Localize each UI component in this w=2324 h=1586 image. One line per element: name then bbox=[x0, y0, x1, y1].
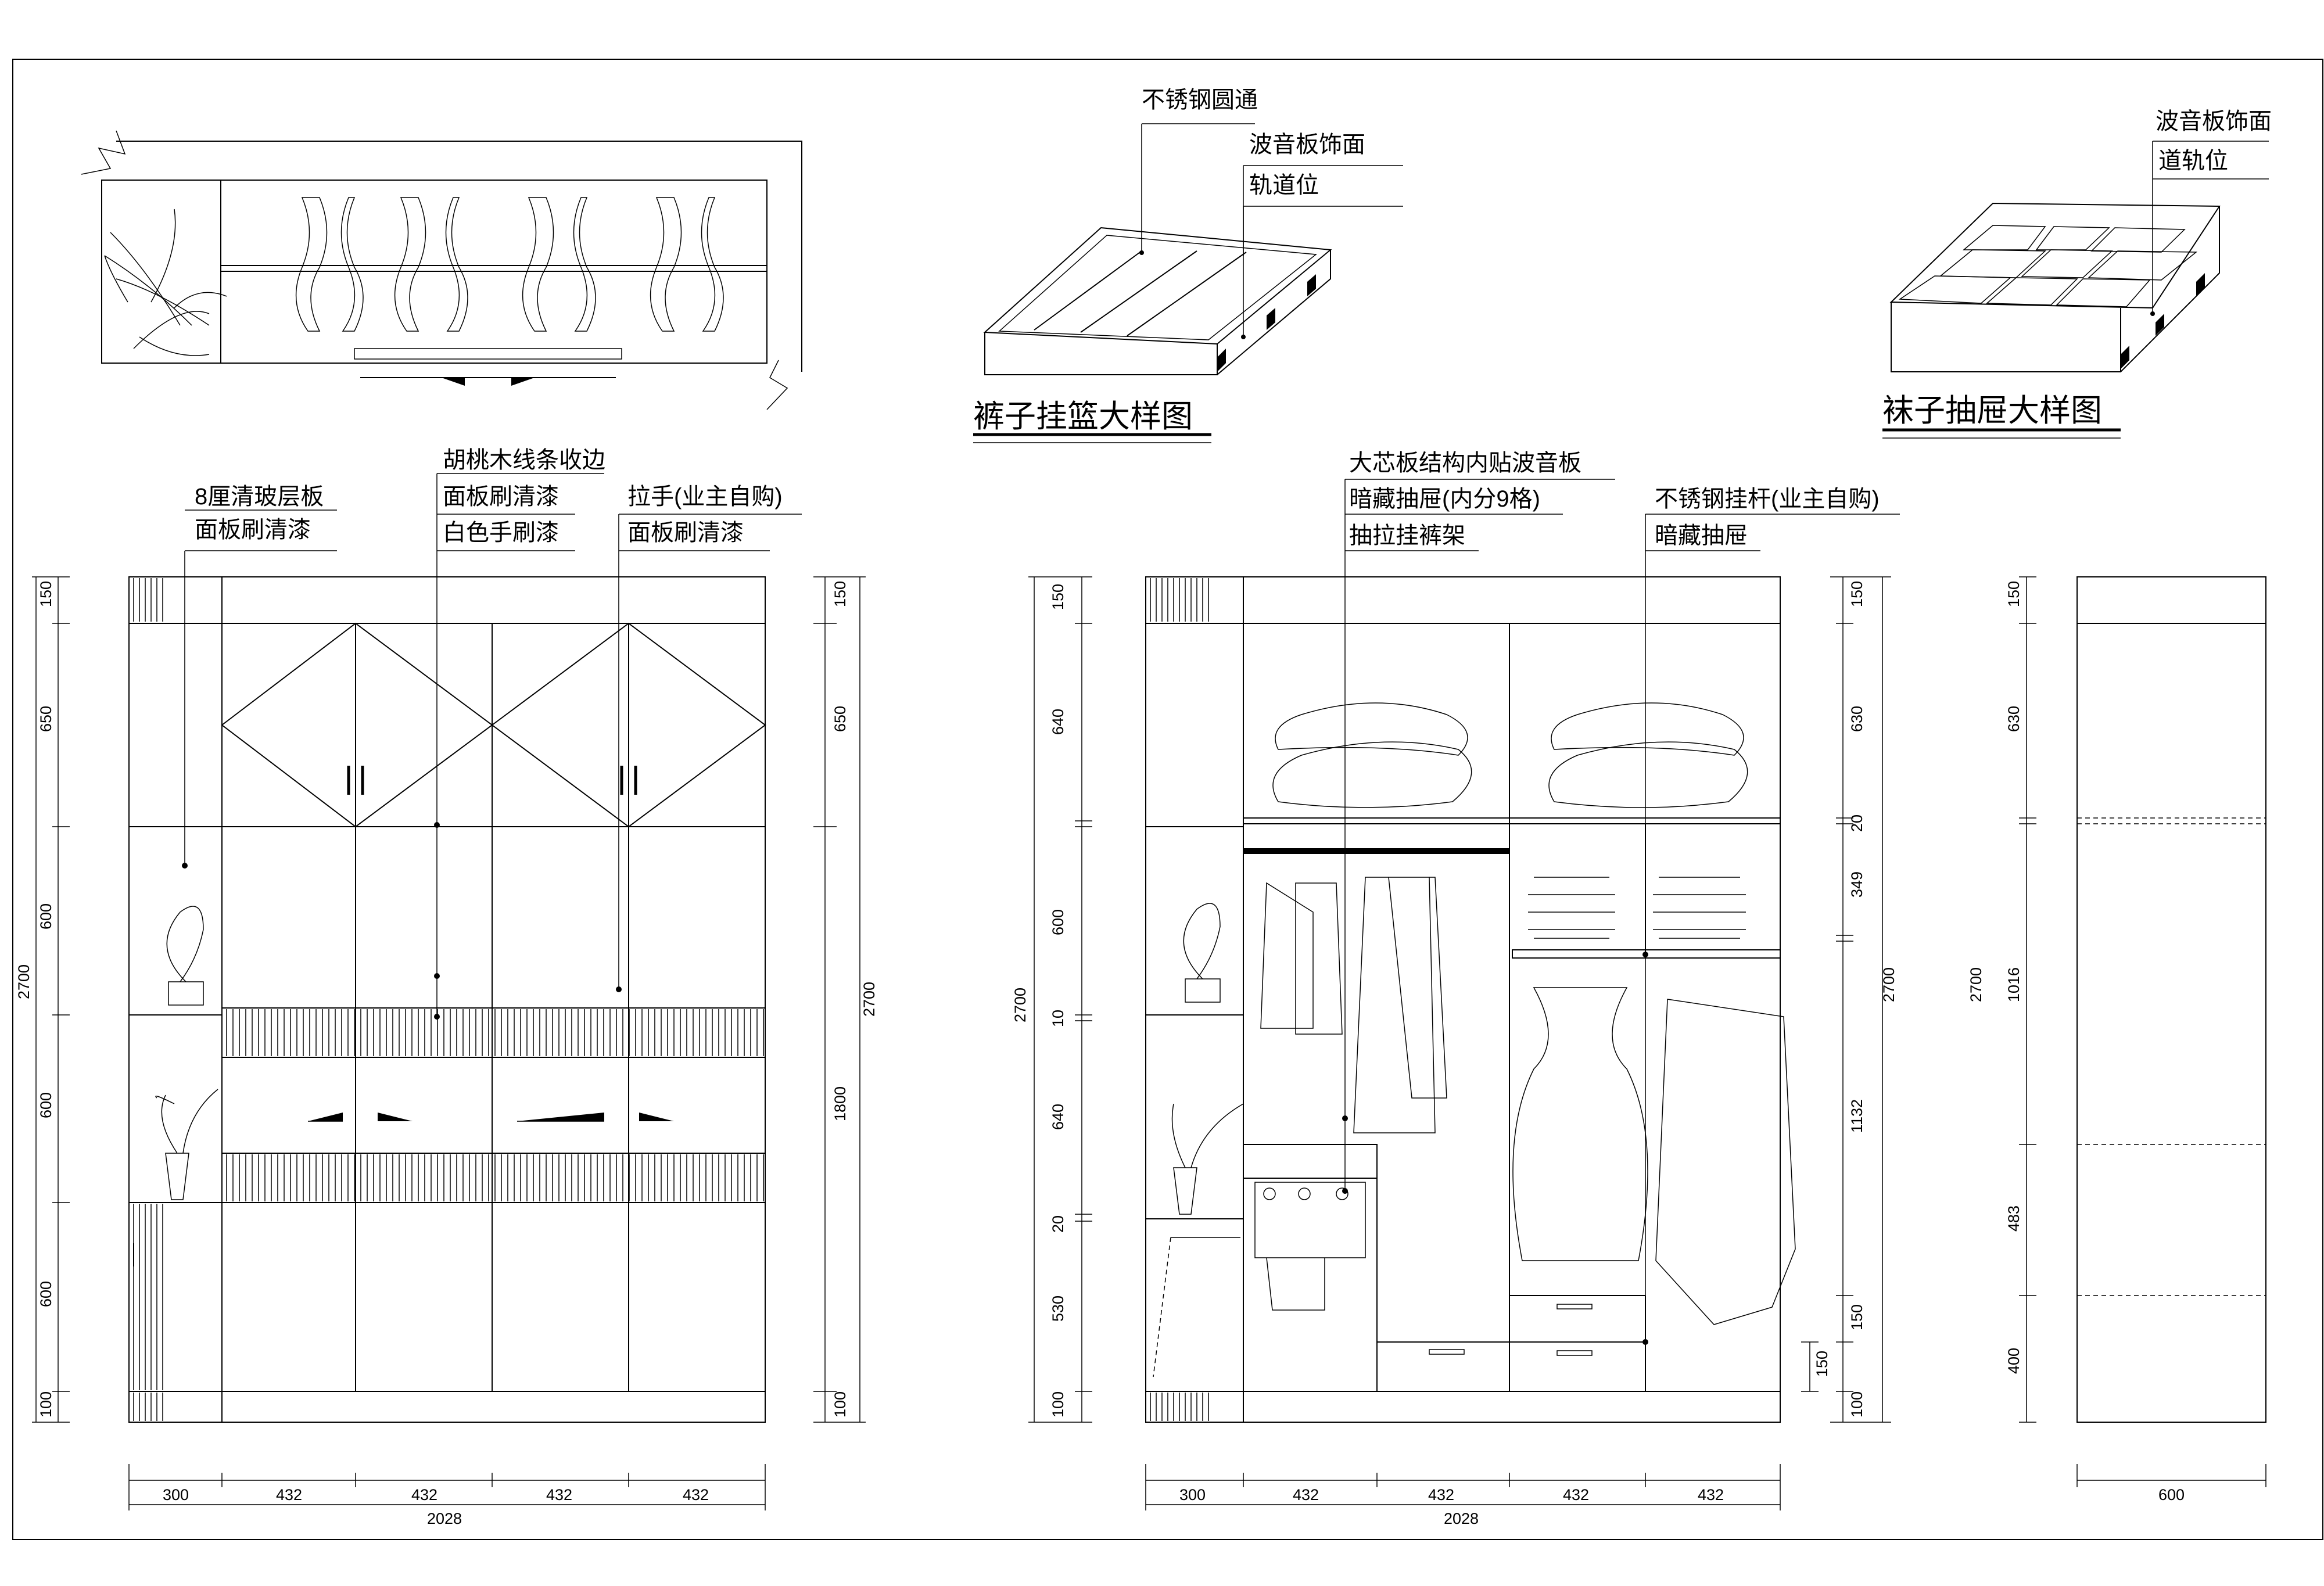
side-dims: 150 630 1016 483 400 2700 600 bbox=[1967, 576, 2266, 1504]
svg-text:432: 432 bbox=[411, 1486, 437, 1504]
svg-text:432: 432 bbox=[1293, 1486, 1319, 1504]
label-walnut-3: 白色手刷漆 bbox=[443, 520, 559, 546]
svg-text:600: 600 bbox=[37, 903, 55, 930]
label-rod-2: 暗藏抽屉 bbox=[1655, 523, 1748, 548]
svg-text:650: 650 bbox=[37, 706, 55, 732]
front-dims-left: 150 650 600 600 600 100 2700 bbox=[15, 576, 70, 1423]
svg-text:10: 10 bbox=[1049, 1010, 1067, 1027]
svg-text:100: 100 bbox=[37, 1391, 55, 1418]
svg-text:2028: 2028 bbox=[1444, 1510, 1479, 1527]
svg-text:1800: 1800 bbox=[831, 1086, 849, 1121]
title-socks-drawer: 袜子抽屉大样图 bbox=[1882, 393, 2102, 428]
front-dims-bottom: 300 432 432 432 432 2028 bbox=[128, 1464, 766, 1527]
label-rod-1: 不锈钢挂杆(业主自购) bbox=[1655, 486, 1880, 512]
svg-text:640: 640 bbox=[1049, 1104, 1067, 1130]
sheet-border bbox=[12, 59, 2323, 1540]
label-core-board-3: 抽拉挂裤架 bbox=[1349, 523, 1465, 548]
front-elevation: 8厘清玻层板 面板刷清漆 胡桃木线条收边 面板刷清漆 白色手刷漆 拉手(业主自购… bbox=[128, 447, 802, 1423]
svg-text:150: 150 bbox=[1813, 1351, 1831, 1377]
svg-text:640: 640 bbox=[1049, 709, 1067, 735]
svg-text:150: 150 bbox=[1848, 1304, 1866, 1330]
svg-text:100: 100 bbox=[1049, 1391, 1067, 1418]
svg-text:150: 150 bbox=[2005, 581, 2022, 607]
slat-pattern bbox=[226, 1009, 764, 1201]
svg-text:1016: 1016 bbox=[2005, 967, 2022, 1002]
pants-basket-detail: 不锈钢圆通 波音板饰面 轨道位 裤子挂篮大样图 bbox=[973, 87, 1403, 443]
svg-text:100: 100 bbox=[831, 1391, 849, 1418]
svg-text:20: 20 bbox=[1848, 814, 1866, 832]
socks-drawer-detail: 波音板饰面 道轨位 袜子抽屉大样图 bbox=[1882, 109, 2272, 439]
label-handle-1: 拉手(业主自购) bbox=[627, 484, 783, 509]
svg-text:150: 150 bbox=[1049, 584, 1067, 610]
svg-text:432: 432 bbox=[1698, 1486, 1724, 1504]
svg-text:600: 600 bbox=[37, 1092, 55, 1118]
interior-dims-bottom: 300 432 432 432 432 2028 bbox=[1145, 1464, 1781, 1527]
svg-text:483: 483 bbox=[2005, 1205, 2022, 1232]
plant-sketch bbox=[104, 209, 227, 356]
svg-text:600: 600 bbox=[2158, 1486, 2185, 1504]
label-stainless-tube: 不锈钢圆通 bbox=[1142, 87, 1258, 113]
svg-text:349: 349 bbox=[1848, 871, 1866, 898]
svg-text:300: 300 bbox=[163, 1486, 189, 1504]
svg-text:20: 20 bbox=[1049, 1215, 1067, 1233]
column-slats bbox=[133, 578, 163, 1421]
svg-text:100: 100 bbox=[1848, 1391, 1866, 1418]
svg-text:300: 300 bbox=[1179, 1486, 1206, 1504]
label-glass-shelf-1: 8厘清玻层板 bbox=[195, 484, 324, 509]
svg-text:630: 630 bbox=[1848, 706, 1866, 732]
label-core-board-2: 暗藏抽屉(内分9格) bbox=[1349, 486, 1540, 512]
plan-view bbox=[81, 130, 802, 410]
interior-elevation: 大芯板结构内贴波音板 暗藏抽屉(内分9格) 抽拉挂裤架 不锈钢挂杆(业主自购) … bbox=[1145, 450, 1900, 1423]
label-track: 轨道位 bbox=[1249, 173, 1319, 198]
svg-text:150: 150 bbox=[831, 581, 849, 607]
interior-column-slats bbox=[1150, 578, 1209, 1421]
svg-text:150: 150 bbox=[1848, 581, 1866, 607]
label-socks-track: 道轨位 bbox=[2158, 148, 2228, 174]
title-pants-basket: 裤子挂篮大样图 bbox=[973, 399, 1193, 434]
label-socks-boeing-panel: 波音板饰面 bbox=[2156, 109, 2272, 134]
label-handle-2: 面板刷清漆 bbox=[627, 520, 744, 546]
svg-text:1132: 1132 bbox=[1848, 1099, 1866, 1133]
svg-text:2700: 2700 bbox=[1967, 967, 1985, 1002]
label-core-board-1: 大芯板结构内贴波音板 bbox=[1349, 450, 1581, 476]
svg-text:2700: 2700 bbox=[860, 982, 878, 1017]
svg-text:400: 400 bbox=[2005, 1348, 2022, 1374]
front-dims-right: 150 650 1800 100 2700 bbox=[813, 576, 878, 1423]
svg-text:530: 530 bbox=[1049, 1296, 1067, 1322]
label-glass-shelf-2: 面板刷清漆 bbox=[195, 517, 311, 543]
svg-text:2028: 2028 bbox=[427, 1510, 462, 1527]
svg-text:432: 432 bbox=[546, 1486, 572, 1504]
svg-text:432: 432 bbox=[1428, 1486, 1454, 1504]
svg-text:432: 432 bbox=[683, 1486, 709, 1504]
svg-text:150: 150 bbox=[37, 581, 55, 607]
label-boeing-panel: 波音板饰面 bbox=[1249, 132, 1365, 157]
svg-text:432: 432 bbox=[276, 1486, 302, 1504]
label-walnut-2: 面板刷清漆 bbox=[443, 484, 559, 509]
svg-text:600: 600 bbox=[37, 1281, 55, 1307]
svg-text:650: 650 bbox=[831, 706, 849, 732]
interior-dims-left: 150 640 600 10 640 20 530 100 2700 bbox=[1012, 576, 1092, 1423]
svg-text:432: 432 bbox=[1563, 1486, 1589, 1504]
svg-text:2700: 2700 bbox=[1012, 988, 1029, 1022]
side-elevation bbox=[2076, 576, 2266, 1423]
svg-text:2700: 2700 bbox=[15, 964, 33, 999]
interior-dims-right: 150 630 20 349 1132 150 100 150 2700 bbox=[1801, 576, 1898, 1423]
svg-text:2700: 2700 bbox=[1880, 967, 1898, 1002]
svg-text:600: 600 bbox=[1049, 909, 1067, 935]
hanger-silhouettes bbox=[295, 197, 724, 332]
label-walnut-1: 胡桃木线条收边 bbox=[443, 447, 605, 473]
svg-text:630: 630 bbox=[2005, 706, 2022, 732]
